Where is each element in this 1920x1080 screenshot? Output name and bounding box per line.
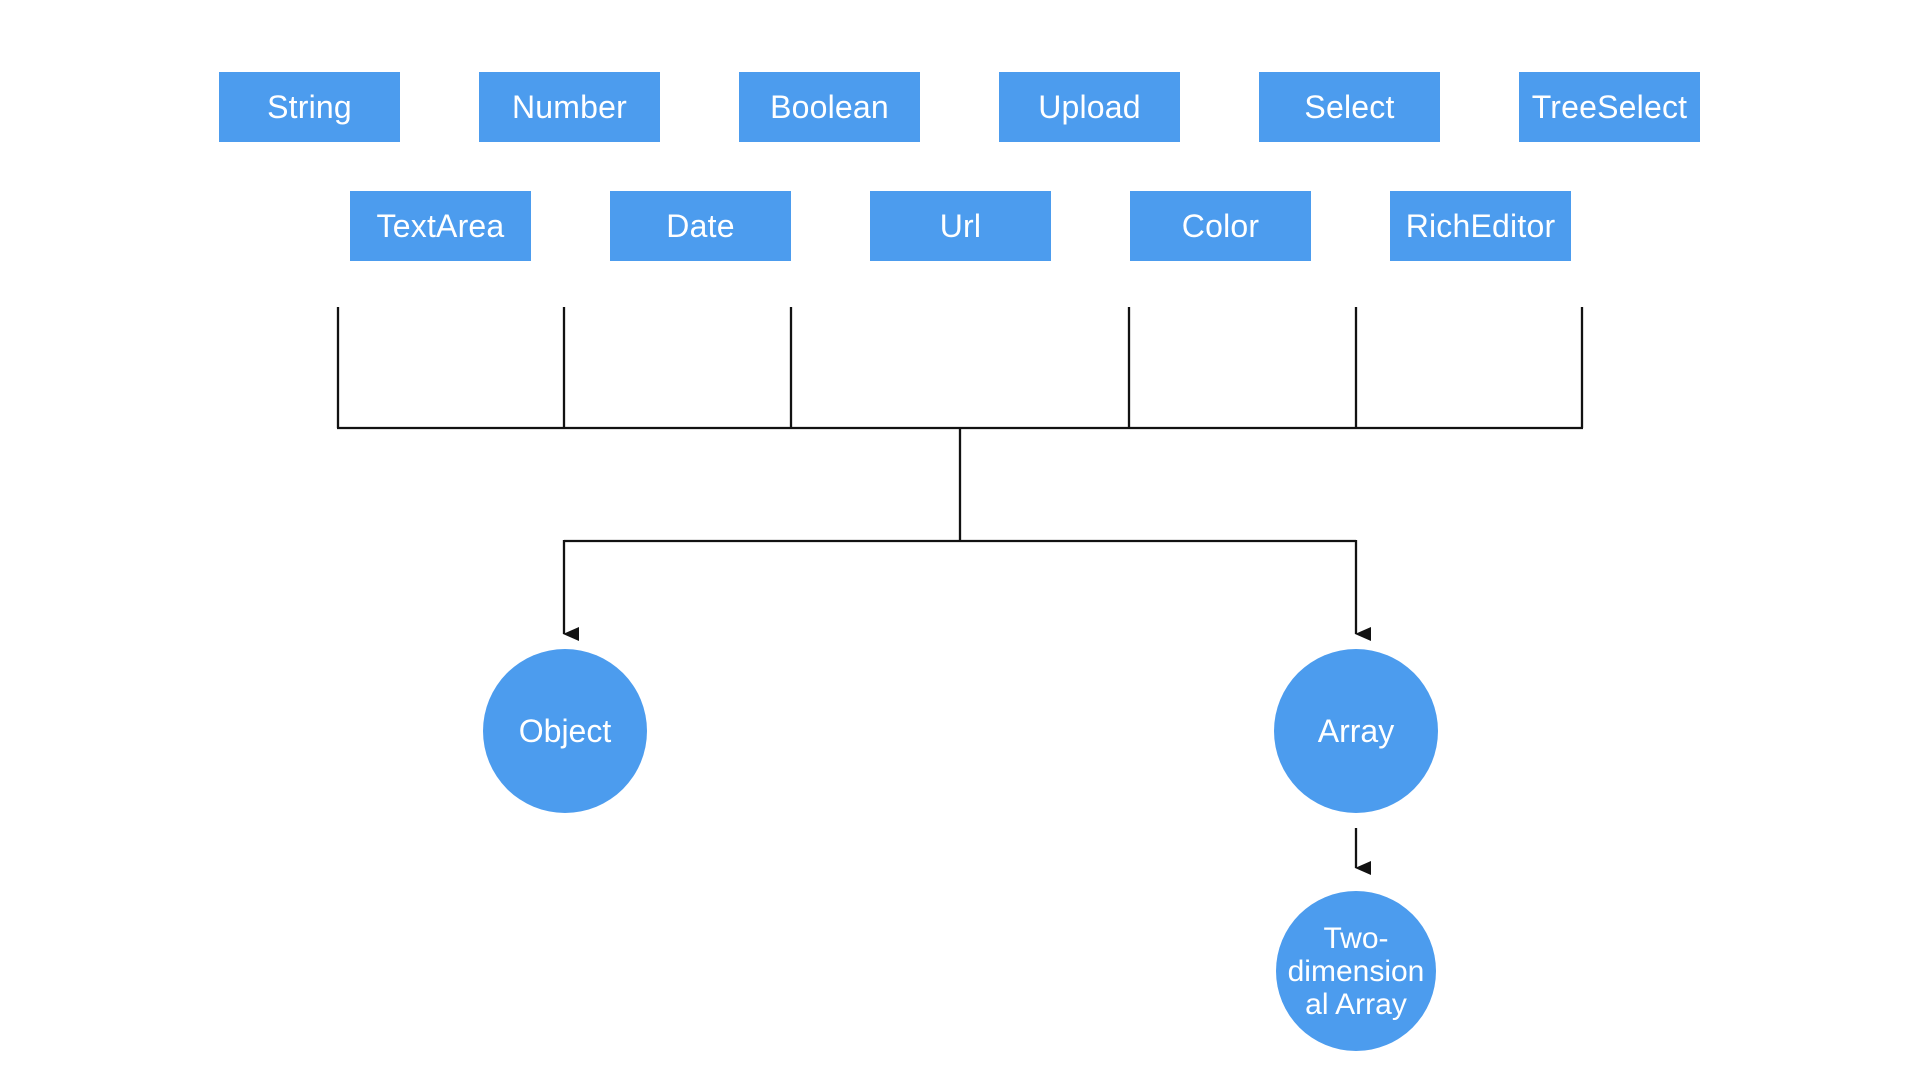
node-boolean: Boolean xyxy=(739,72,920,142)
node-richeditor: RichEditor xyxy=(1390,191,1571,261)
node-label: String xyxy=(267,88,352,125)
node-label: Boolean xyxy=(770,88,889,125)
node-url: Url xyxy=(870,191,1051,261)
node-label: Color xyxy=(1181,207,1260,244)
node-color: Color xyxy=(1130,191,1311,261)
node-label: RichEditor xyxy=(1405,207,1556,244)
node-label: TextArea xyxy=(376,207,505,244)
node-upload: Upload xyxy=(999,72,1180,142)
node-label: Date xyxy=(666,207,735,244)
node-label: Select xyxy=(1304,88,1395,125)
node-textarea: TextArea xyxy=(350,191,531,261)
node-two-dimensional-array-circle: Two- dimension al Array xyxy=(1276,891,1436,1051)
node-array-circle: Array xyxy=(1274,649,1438,813)
node-select: Select xyxy=(1259,72,1440,142)
node-string: String xyxy=(219,72,400,142)
node-label: Number xyxy=(511,88,627,125)
node-date: Date xyxy=(610,191,791,261)
node-label-line: Two- xyxy=(1323,921,1389,955)
node-label: Upload xyxy=(1038,88,1141,125)
node-label: Url xyxy=(939,207,982,244)
node-number: Number xyxy=(479,72,660,142)
node-label: Object xyxy=(518,712,612,749)
node-label-line: al Array xyxy=(1305,987,1407,1021)
node-object-circle: Object xyxy=(483,649,647,813)
node-label-line: dimension xyxy=(1287,954,1425,988)
node-label: TreeSelect xyxy=(1531,88,1688,125)
node-label: Array xyxy=(1317,712,1395,749)
node-treeselect: TreeSelect xyxy=(1519,72,1700,142)
